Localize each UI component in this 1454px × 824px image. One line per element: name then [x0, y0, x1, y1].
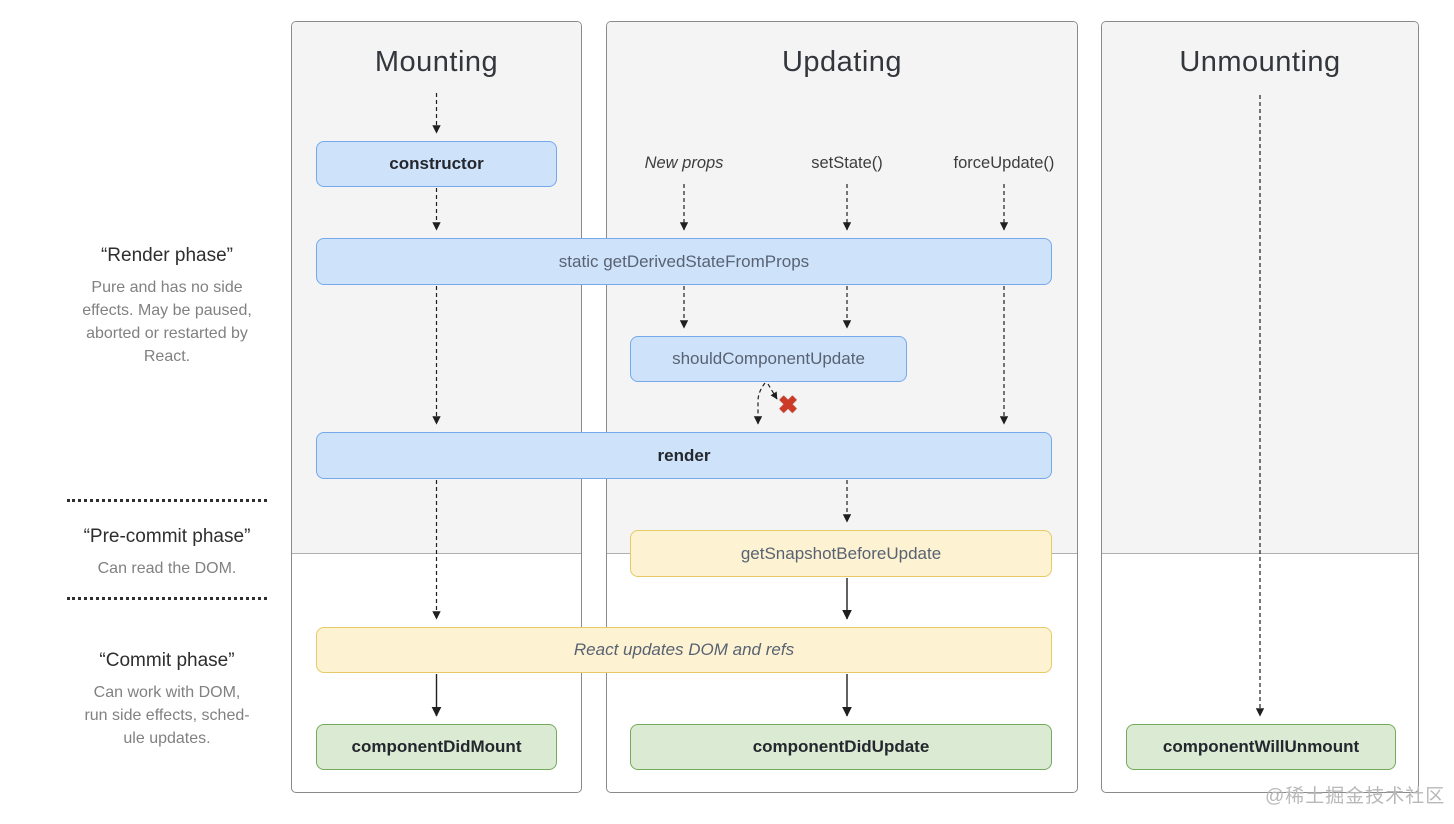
- commit-phase-title: “Commit phase”: [99, 650, 235, 671]
- unmounting-column-title: Unmounting: [1179, 46, 1341, 78]
- getsnapshotbeforeupdate-node: getSnapshotBeforeUpdate: [630, 530, 1052, 577]
- forceupdate-label: forceUpdate(): [953, 154, 1055, 172]
- setstate-label: setState(): [811, 154, 883, 172]
- arrow-shouldupdate-to-cancel: [767, 383, 778, 400]
- render-phase-label: “Render phase” Pure and has no side effe…: [57, 245, 277, 368]
- pre-commit-phase-label: “Pre-commit phase” Can read the DOM.: [57, 526, 277, 580]
- pre-commit-phase-description: Can read the DOM.: [97, 560, 237, 577]
- render-node: render: [316, 432, 1052, 479]
- updating-column-title: Updating: [781, 46, 903, 78]
- componentwillunmount-node: componentWillUnmount: [1126, 724, 1396, 770]
- commit-phase-description: Can work with DOM, run side effects, sch…: [84, 684, 250, 747]
- commit-phase-label: “Commit phase” Can work with DOM, run si…: [57, 650, 277, 750]
- getderivedstatefromprops-node: static getDerivedStateFromProps: [316, 238, 1052, 285]
- constructor-node: constructor: [316, 141, 557, 187]
- render-phase-title: “Render phase”: [100, 245, 234, 266]
- cancel-x-icon: ✖: [778, 392, 799, 419]
- mounting-column-title: Mounting: [374, 46, 499, 78]
- arrow-shouldupdate-to-render: [753, 382, 766, 425]
- phase-separator-bottom: [67, 597, 267, 600]
- react-updates-dom-node: React updates DOM and refs: [316, 627, 1052, 673]
- new-props-label: New props: [644, 154, 724, 172]
- componentdidupdate-node: componentDidUpdate: [630, 724, 1052, 770]
- shouldcomponentupdate-node: shouldComponentUpdate: [630, 336, 907, 382]
- phase-separator-top: [67, 499, 267, 502]
- pre-commit-phase-title: “Pre-commit phase”: [83, 526, 251, 547]
- render-phase-description: Pure and has no side effects. May be pau…: [82, 279, 252, 365]
- watermark: @稀土掘金技术社区: [1265, 786, 1446, 807]
- componentdidmount-node: componentDidMount: [316, 724, 557, 770]
